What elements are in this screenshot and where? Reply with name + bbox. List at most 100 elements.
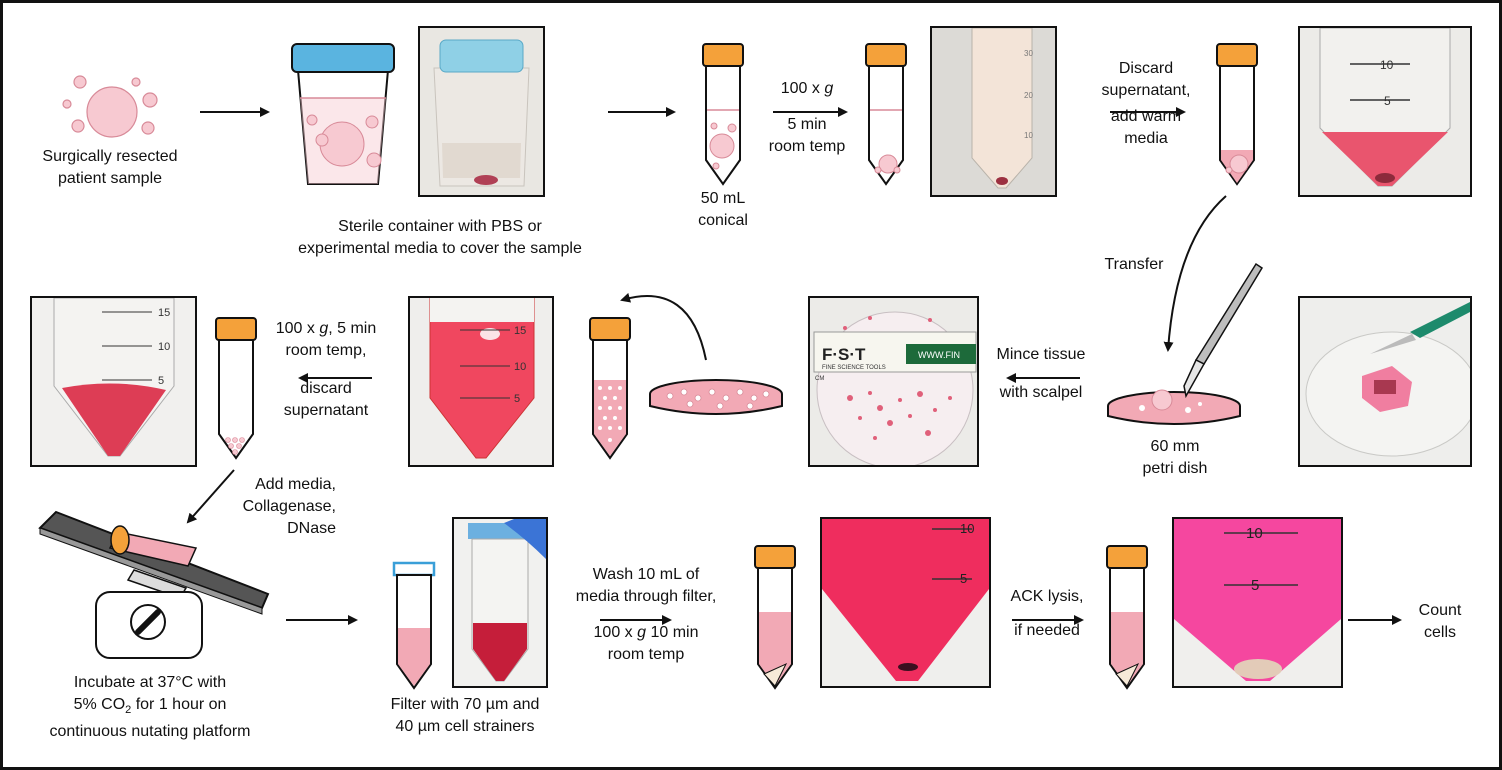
label-line: room temp bbox=[768, 138, 846, 155]
label-line: Collagenase, bbox=[242, 498, 336, 515]
scalpel-photo-art bbox=[1300, 298, 1470, 465]
photo-centrifuged-tube: 30 20 10 bbox=[930, 26, 1057, 197]
label-line: media through filter, bbox=[575, 588, 717, 605]
label-text: 100 x bbox=[275, 320, 320, 337]
label-line: continuous nutating platform bbox=[49, 723, 251, 741]
label-line: ACK lysis, bbox=[1010, 588, 1084, 605]
pellet-photo-art: 10 5 bbox=[1300, 28, 1470, 195]
ack-tube-icon bbox=[1106, 545, 1148, 690]
label-line: Mince tissue bbox=[996, 346, 1086, 363]
filter-photo-art bbox=[454, 519, 546, 686]
label-line: 40 µm cell strainers bbox=[395, 718, 535, 735]
label-text: for 1 hour on bbox=[131, 696, 227, 713]
collagenase-photo-art: 15 10 5 bbox=[32, 298, 195, 465]
ruler-web: WWW.FIN bbox=[918, 350, 960, 360]
label-mince: Mince tissue with scalpel bbox=[976, 344, 1106, 404]
wash-tube-icon bbox=[754, 545, 796, 690]
ruler-sub: FINE SCIENCE TOOLS bbox=[822, 365, 886, 371]
petri-dish-icon bbox=[1107, 389, 1241, 425]
label-line: Sterile container with PBS or bbox=[338, 218, 542, 235]
photo-scalpel-dish bbox=[1298, 296, 1472, 467]
label-line: 5% CO2 for 1 hour on bbox=[22, 694, 278, 721]
label-subscript: 2 bbox=[125, 704, 132, 717]
sterile-container-icon bbox=[291, 43, 395, 185]
photo-ack-lysis: 10 5 bbox=[1172, 517, 1343, 688]
scale-mark: 5 bbox=[960, 571, 967, 586]
label-line: Transfer bbox=[1104, 256, 1164, 273]
label-line: 100 x g 10 min bbox=[558, 622, 734, 644]
label-container: Sterile container with PBS or experiment… bbox=[250, 216, 630, 260]
scale-mark: 10 bbox=[960, 521, 974, 536]
wash-photo-art: 10 5 bbox=[822, 519, 989, 686]
label-line: supernatant, bbox=[1101, 82, 1191, 99]
filter-tube-icon bbox=[392, 561, 436, 690]
label-line: conical bbox=[698, 212, 748, 229]
label-filter: Filter with 70 µm and 40 µm cell straine… bbox=[362, 694, 568, 738]
label-spin1: 100 x g 5 min room temp bbox=[755, 78, 859, 158]
label-incubate: Incubate at 37°C with 5% CO2 for 1 hour … bbox=[22, 672, 278, 743]
scale-mark: 5 bbox=[514, 393, 520, 405]
label-conical: 50 mL conical bbox=[683, 188, 763, 232]
label-line: 50 mL bbox=[700, 190, 746, 207]
label-line: 5 min bbox=[787, 116, 827, 133]
digest-photo-art: 15 10 5 bbox=[410, 298, 552, 465]
label-wash: Wash 10 mL of media through filter, 100 … bbox=[558, 564, 734, 666]
label-line: 100 x g bbox=[755, 78, 859, 100]
label-line: experimental media to cover the sample bbox=[298, 240, 582, 257]
scale-mark: 10 bbox=[158, 341, 170, 353]
photo-digested-tissue: 15 10 5 bbox=[408, 296, 554, 467]
patient-sample-icon bbox=[62, 75, 158, 138]
conical-tube-warm-media-icon bbox=[1216, 43, 1258, 186]
photo-collagenase-tube: 15 10 5 bbox=[30, 296, 197, 467]
label-line: DNase bbox=[287, 520, 336, 537]
label-line: with scalpel bbox=[999, 384, 1083, 401]
scale-mark: 15 bbox=[514, 325, 526, 337]
label-dish: 60 mm petri dish bbox=[1130, 436, 1220, 480]
ruler-brand: F·S·T bbox=[822, 345, 866, 364]
label-line: 100 x g, 5 min bbox=[260, 318, 392, 340]
label-line: discard bbox=[300, 380, 352, 397]
label-italic: g bbox=[637, 624, 647, 641]
label-spin2: 100 x g, 5 min room temp, discard supern… bbox=[260, 318, 392, 422]
label-line: Add media, bbox=[255, 476, 336, 493]
photo-filter-tube bbox=[452, 517, 548, 688]
label-count: Count cells bbox=[1402, 600, 1478, 644]
label-line: Discard bbox=[1118, 60, 1174, 77]
scale-mark: 20 bbox=[1024, 91, 1033, 100]
label-text: 10 min bbox=[646, 624, 699, 641]
photo-wash-pellet: 10 5 bbox=[820, 517, 991, 688]
conical-tube-centrifuged-icon bbox=[865, 43, 907, 186]
conical-tube-sample-icon bbox=[702, 43, 744, 186]
label-line: room temp, bbox=[285, 342, 367, 359]
tissue-fragments bbox=[843, 316, 952, 440]
minced-photo-art: F·S·T FINE SCIENCE TOOLS WWW.FIN CM bbox=[810, 298, 977, 465]
scale-mark: 10 bbox=[514, 361, 526, 373]
label-line: room temp bbox=[607, 646, 685, 663]
label-sample: Surgically resected patient sample bbox=[30, 146, 190, 190]
scalpel-icon bbox=[1183, 262, 1264, 399]
container-photo-art bbox=[420, 28, 543, 195]
label-enzymes: Add media, Collagenase, DNase bbox=[216, 474, 336, 540]
scale-mark: 30 bbox=[1024, 49, 1033, 58]
ack-photo-art: 10 5 bbox=[1174, 519, 1341, 686]
nutating-platform-icon bbox=[38, 510, 270, 659]
scale-mark: 5 bbox=[1251, 577, 1259, 594]
label-transfer: Transfer bbox=[1094, 254, 1174, 276]
minced-dish-icon bbox=[649, 379, 783, 415]
label-italic: g bbox=[824, 80, 834, 97]
label-text: 5% CO bbox=[73, 696, 126, 713]
transfer-arrow bbox=[1163, 195, 1227, 352]
scale-mark: 5 bbox=[158, 375, 164, 387]
label-line: cells bbox=[1423, 624, 1456, 641]
label-italic: g bbox=[319, 320, 329, 337]
label-ack: ACK lysis, if needed bbox=[994, 586, 1100, 642]
label-text: 100 x bbox=[780, 80, 825, 97]
label-text: 100 x bbox=[593, 624, 638, 641]
photo-sample-container bbox=[418, 26, 545, 197]
scale-mark: 15 bbox=[158, 307, 170, 319]
scale-mark: 10 bbox=[1024, 131, 1033, 140]
tube-photo-art: 30 20 10 bbox=[932, 28, 1055, 195]
label-line: add warm bbox=[1110, 108, 1182, 125]
label-line: supernatant bbox=[283, 402, 369, 419]
